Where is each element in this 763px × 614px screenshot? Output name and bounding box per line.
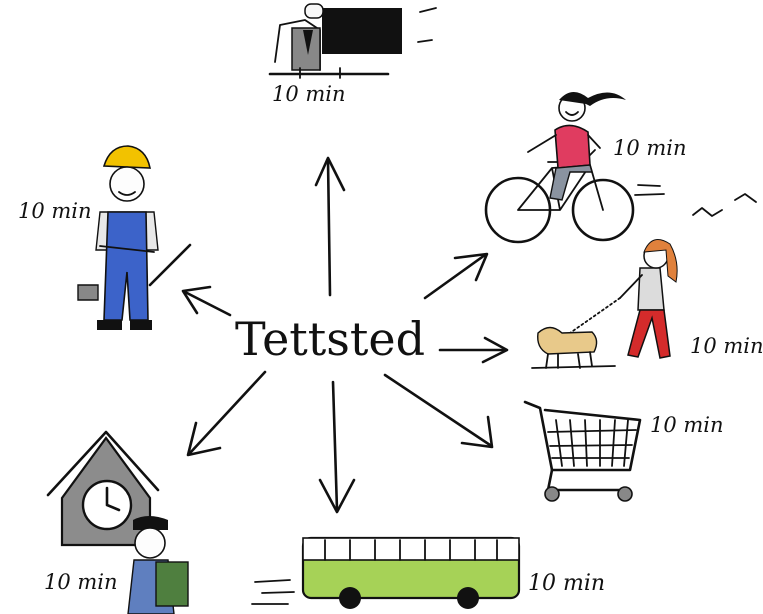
arrow-downright [383, 373, 494, 449]
cyclist-icon [484, 91, 757, 244]
office-worker-icon [268, 3, 437, 79]
label-office: 10 min [272, 82, 346, 106]
label-work: 10 min [18, 199, 92, 223]
school-child-icon [46, 430, 189, 614]
construction-worker-icon [77, 145, 192, 330]
arrow-down [318, 380, 356, 514]
arrow-right [438, 336, 509, 364]
arrow-downleft [186, 370, 267, 457]
bus-icon [251, 536, 521, 609]
label-bike: 10 min [613, 136, 687, 160]
arrows [181, 156, 509, 514]
shopping-cart-icon [523, 400, 642, 502]
dog-walker-icon [531, 239, 678, 369]
arrow-up [314, 156, 346, 297]
arrow-upright [423, 252, 489, 300]
arrow-left [181, 285, 232, 317]
center-label: Tettsted [235, 312, 425, 366]
label-bus: 10 min [528, 571, 605, 596]
label-dog: 10 min [690, 334, 763, 358]
label-shop: 10 min [650, 413, 724, 437]
label-school: 10 min [44, 570, 118, 594]
